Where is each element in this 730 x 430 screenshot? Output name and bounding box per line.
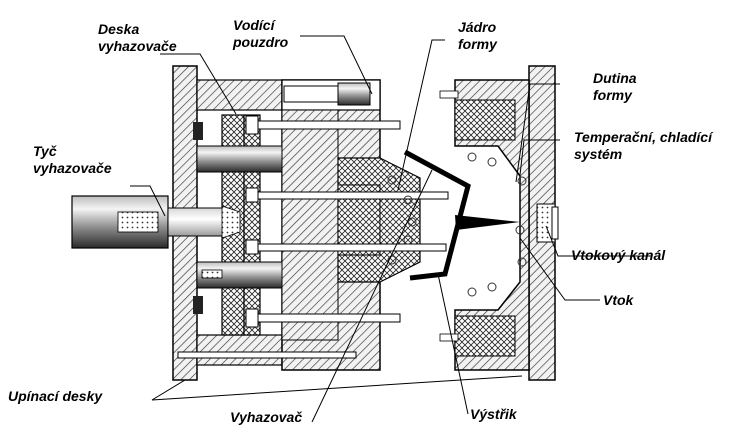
cavity-insert-upper <box>454 99 516 141</box>
leader-lines <box>130 35 652 423</box>
label-clamping-plates: Upínací desky <box>8 388 103 404</box>
return-pin <box>177 351 357 359</box>
label-runner: Vtokový kanál <box>571 247 666 263</box>
guide-pin <box>337 82 371 106</box>
core-insert <box>281 109 339 341</box>
core-cooling-holes <box>387 175 417 265</box>
cavity-plate <box>454 79 530 371</box>
ejector-pin-1 <box>245 120 401 130</box>
label-mold-cavity: Dutina formy <box>593 70 637 103</box>
cavity-insert-lower <box>454 315 516 357</box>
label-ejector-plate: Deska vyhazovače <box>98 21 177 54</box>
ejector-pin-2 <box>245 191 449 200</box>
label-molded-part: Výstřik <box>470 406 517 422</box>
ejector-rod <box>167 207 231 237</box>
label-ejector: Vyhazovač <box>230 409 303 425</box>
ejector-pin-4 <box>245 313 401 323</box>
bolt-upper <box>193 122 203 140</box>
label-ejector-rod: Tyč vyhazovače <box>33 143 112 176</box>
cavity-cooling-holes <box>467 152 527 297</box>
upper-rail <box>196 79 283 111</box>
lower-rail <box>196 334 283 366</box>
support-pillar-upper <box>196 145 283 173</box>
label-guide-bushing: Vodící pouzdro <box>233 17 289 50</box>
label-gate: Vtok <box>603 292 634 308</box>
label-mold-core: Jádro formy <box>458 19 497 52</box>
bolt-lower <box>193 296 203 314</box>
ejector-pin-3 <box>245 243 447 252</box>
label-cooling-system: Temperační, chladící systém <box>574 129 712 162</box>
molded-part <box>403 149 471 281</box>
sprue-tip <box>455 215 520 230</box>
